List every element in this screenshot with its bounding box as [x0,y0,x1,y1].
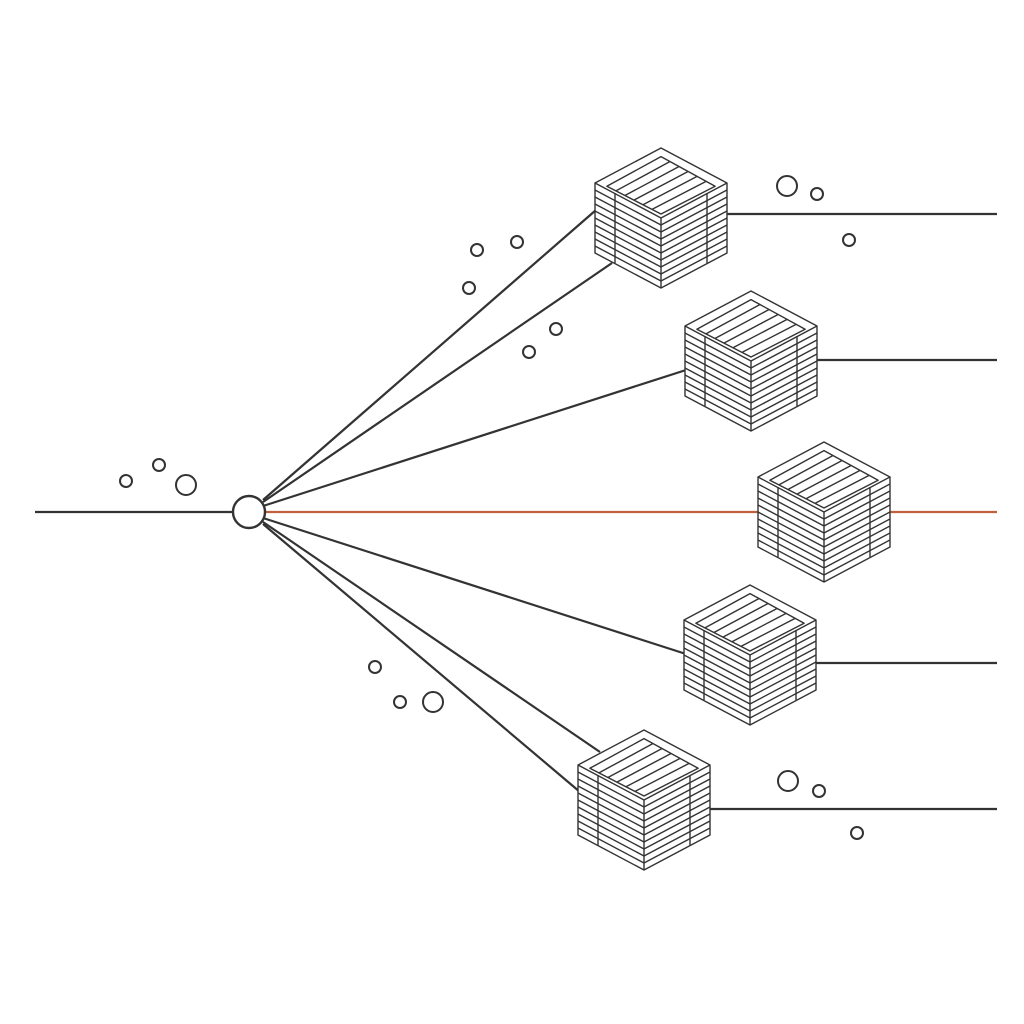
bubbles [119,175,864,840]
bubble-icon [393,695,407,709]
fan-line-1a [262,209,597,501]
bubble-icon [510,235,524,249]
bubble-icon [422,691,444,713]
bubble-icon [850,826,864,840]
server-cube-icon[interactable] [594,147,728,289]
bubble-icon [522,345,536,359]
bubble-icon [776,175,798,197]
bubble-icon [777,770,799,792]
fan-line-4 [262,516,687,656]
server-cube-icon[interactable] [683,584,817,726]
bubble-icon [462,281,476,295]
fan-line-2 [262,368,687,508]
server-cube-icon[interactable] [684,290,818,432]
bubble-icon [812,784,826,798]
bubble-icon [175,474,197,496]
server-cubes [577,147,891,871]
bubble-icon [152,458,166,472]
bubble-icon [549,322,563,336]
fan-lines [262,209,687,793]
bubble-icon [368,660,382,674]
bubble-icon [470,243,484,257]
fan-line-5b [262,523,581,793]
bubble-icon [119,474,133,488]
bubble-icon [810,187,824,201]
fan-line-1b [262,262,613,503]
bubble-icon [842,233,856,247]
server-cube-icon[interactable] [757,441,891,583]
fan-line-5a [262,521,601,753]
output-lines [710,212,997,811]
hub-node-icon[interactable] [231,494,267,530]
server-cube-icon[interactable] [577,729,711,871]
